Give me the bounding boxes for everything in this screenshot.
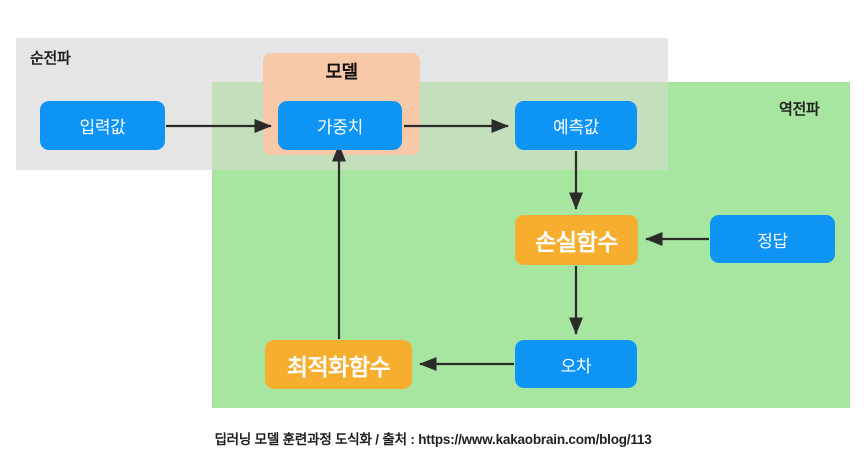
node-prediction[interactable]: 예측값: [515, 101, 637, 150]
figure-caption: 딥러닝 모델 훈련과정 도식화 / 출처 : https://www.kakao…: [214, 432, 652, 447]
node-loss-function[interactable]: 손실함수: [515, 215, 638, 265]
region-label-back-propagation: 역전파: [779, 101, 820, 118]
node-optimizer[interactable]: 최적화함수: [265, 340, 412, 389]
region-label-forward-propagation: 순전파: [30, 50, 71, 67]
group-model-title: 모델: [325, 62, 358, 82]
node-weight[interactable]: 가중치: [278, 101, 402, 150]
node-input[interactable]: 입력값: [40, 101, 165, 150]
node-ground-truth[interactable]: 정답: [710, 215, 835, 263]
node-error[interactable]: 오차: [515, 340, 637, 388]
